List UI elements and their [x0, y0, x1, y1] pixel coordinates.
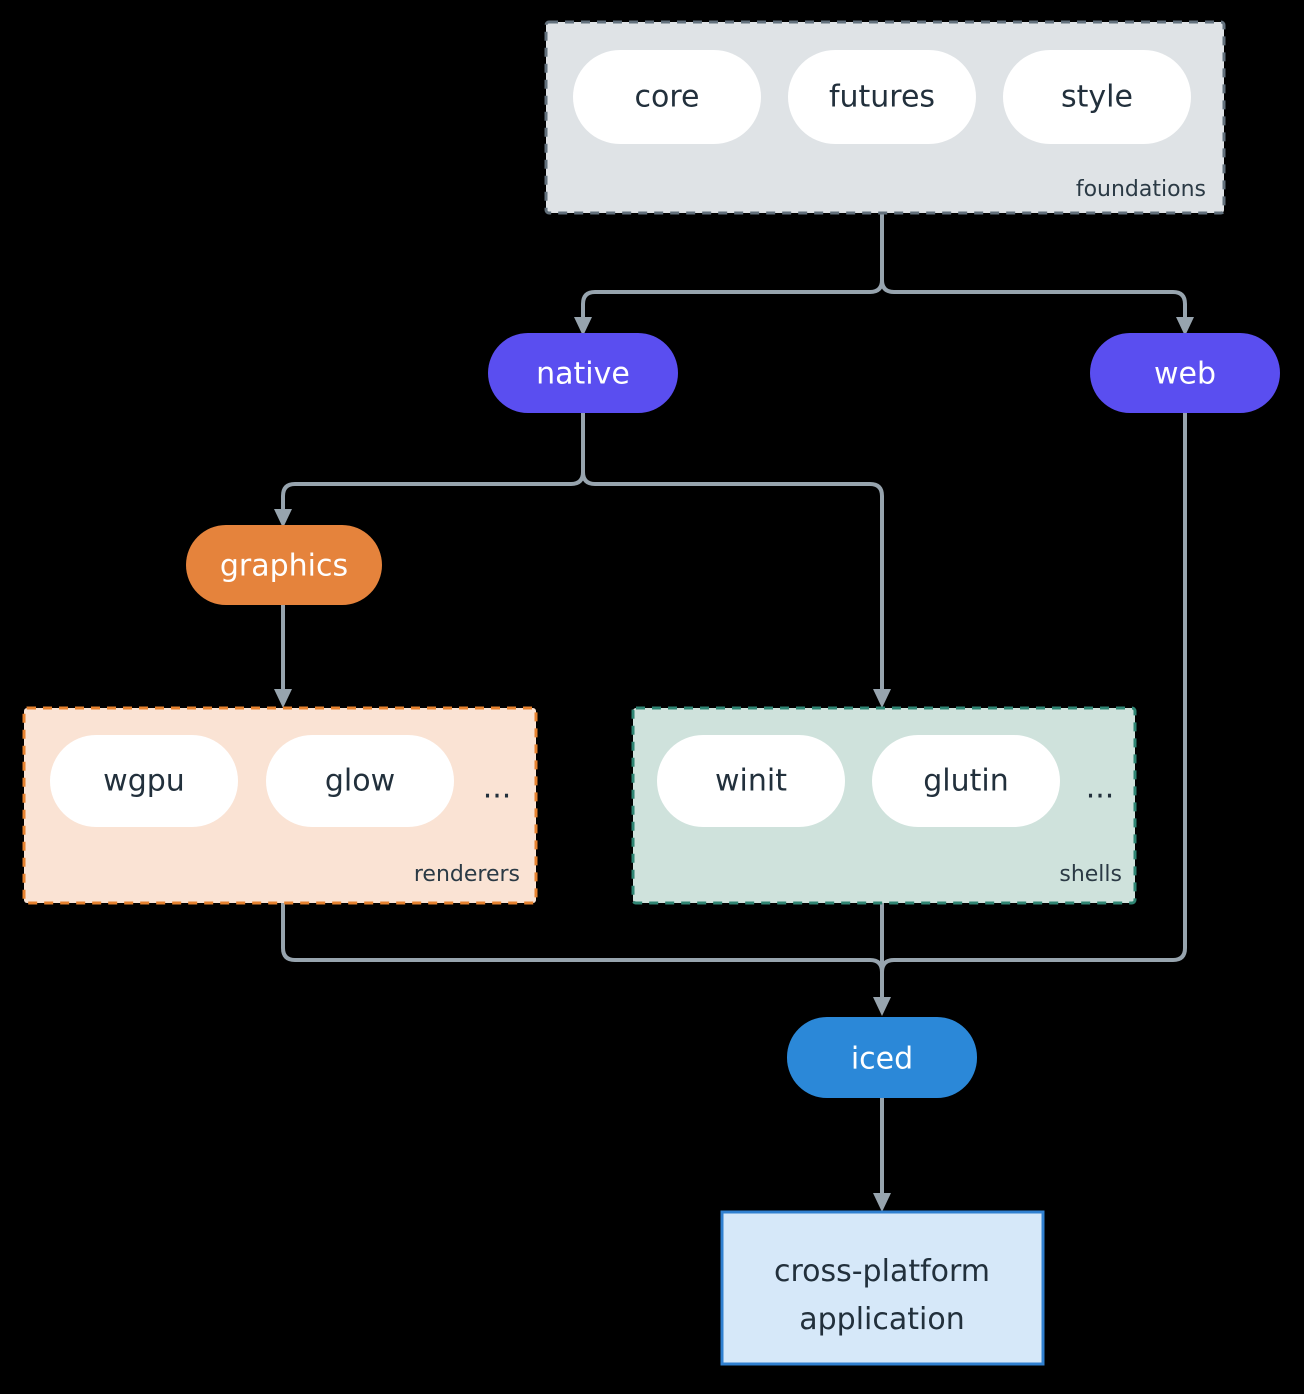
cluster-renderers[interactable]: wgpu glow ... renderers: [22, 706, 538, 905]
cluster-foundations[interactable]: core futures style foundations: [544, 20, 1226, 215]
edge-foundations-to-web: [880, 213, 1194, 336]
node-wgpu[interactable]: wgpu: [50, 735, 238, 827]
cluster-shells[interactable]: winit glutin ... shells: [631, 706, 1137, 905]
node-winit-shape: [657, 735, 845, 827]
node-futures-shape: [788, 50, 976, 144]
node-glutin-shape: [872, 735, 1060, 827]
node-application-label-line1: cross-platform: [774, 1254, 990, 1289]
node-graphics[interactable]: graphics: [186, 525, 382, 605]
node-iced[interactable]: iced: [787, 1017, 977, 1098]
edge-renderers-to-iced: [281, 903, 884, 1000]
node-application[interactable]: cross-platform application: [720, 1210, 1045, 1366]
edge-native-to-shells: [581, 413, 891, 708]
node-glutin[interactable]: glutin: [872, 735, 1060, 827]
node-application-shape: [720, 1210, 1045, 1366]
edge-graphics-to-renderers: [274, 605, 292, 708]
edge-native-to-graphics: [274, 413, 585, 528]
node-graphics-label: graphics: [220, 549, 348, 584]
node-winit[interactable]: winit: [657, 735, 845, 827]
node-style-label: style: [1061, 80, 1133, 115]
node-web-label: web: [1154, 357, 1216, 392]
node-shells-more-label: ...: [1086, 771, 1115, 806]
edge-shells-to-iced: [873, 903, 891, 1016]
cluster-renderers-label: renderers: [414, 862, 520, 887]
node-core-shape: [573, 50, 761, 144]
node-winit-label: winit: [715, 764, 787, 799]
edge-layer: [274, 213, 1194, 1212]
node-glutin-label: glutin: [923, 764, 1009, 799]
node-wgpu-shape: [50, 735, 238, 827]
node-glow-label: glow: [325, 764, 395, 799]
node-glow[interactable]: glow: [266, 735, 454, 827]
node-native-shape: [488, 333, 678, 413]
edge-foundations-to-native: [574, 213, 884, 336]
node-web-shape: [1090, 333, 1280, 413]
node-native[interactable]: native: [488, 333, 678, 413]
node-renderers-more-label: ...: [483, 771, 512, 806]
node-wgpu-label: wgpu: [103, 764, 185, 799]
node-core-label: core: [635, 80, 700, 115]
edge-iced-to-application: [873, 1098, 891, 1212]
node-graphics-shape: [186, 525, 382, 605]
node-web[interactable]: web: [1090, 333, 1280, 413]
node-application-label-line2: application: [799, 1302, 964, 1337]
node-iced-label: iced: [851, 1042, 913, 1077]
node-futures-label: futures: [829, 80, 935, 115]
node-core[interactable]: core: [573, 50, 761, 144]
cluster-foundations-label: foundations: [1076, 177, 1206, 202]
node-style[interactable]: style: [1003, 50, 1191, 144]
cluster-shells-label: shells: [1059, 862, 1122, 887]
node-iced-shape: [787, 1017, 977, 1098]
node-glow-shape: [266, 735, 454, 827]
node-style-shape: [1003, 50, 1191, 144]
node-futures[interactable]: futures: [788, 50, 976, 144]
node-native-label: native: [536, 357, 630, 392]
